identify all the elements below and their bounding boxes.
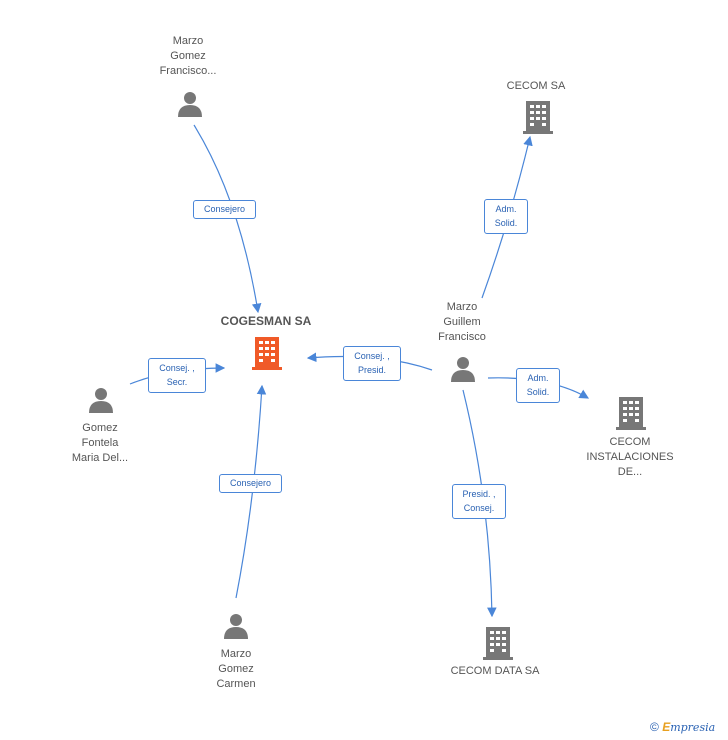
building-icon[interactable] [483,626,513,660]
node-label-cecom-instalaciones[interactable]: CECOM INSTALACIONES DE... [586,436,674,478]
brand-initial: E [662,720,671,734]
empresia-watermark: © Empresia [650,720,715,734]
node-label-cecom-data-sa[interactable]: CECOM DATA SA [450,665,540,677]
building-icon-focus[interactable] [252,336,282,370]
edge-marzo-gomez-carmen-to-cogesman [235,384,267,599]
role-label-consejero: Consejero [219,474,282,493]
node-label-marzo-gomez-francisco[interactable]: Marzo Gomez Francisco... [159,35,217,77]
person-icon[interactable] [176,90,204,118]
role-label-consejero: Consejero [193,200,256,219]
person-icon[interactable] [449,355,477,383]
role-label-adm-solid: Adm. Solid. [484,199,528,234]
node-label-cogesman-sa[interactable]: COGESMAN SA [220,314,312,328]
node-label-marzo-guillem-francisco[interactable]: Marzo Guillem Francisco [438,301,486,343]
person-icon[interactable] [87,386,115,414]
copyright-symbol: © [650,720,659,734]
role-label-consej-presid: Consej. , Presid. [343,346,401,381]
role-label-consej-secr: Consej. , Secr. [148,358,206,393]
building-icon[interactable] [523,100,553,134]
brand-name: mpresia [670,721,716,734]
building-icon[interactable] [616,396,646,430]
person-icon[interactable] [222,612,250,640]
node-label-cecom-sa[interactable]: CECOM SA [506,80,566,92]
node-label-marzo-gomez-carmen[interactable]: Marzo Gomez Carmen [216,648,256,690]
node-label-gomez-fontela[interactable]: Gomez Fontela Maria Del... [71,422,129,464]
role-label-adm-solid: Adm. Solid. [516,368,560,403]
role-label-presid-consej: Presid. , Consej. [452,484,506,519]
